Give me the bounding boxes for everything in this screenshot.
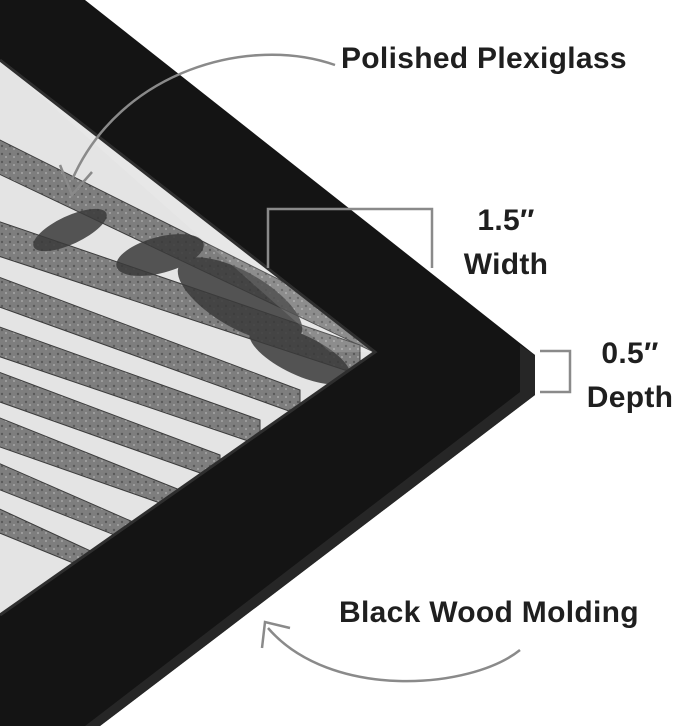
- frame-inner-edge: [0, 58, 378, 617]
- depth-text: Depth: [586, 381, 674, 414]
- width-bracket: [266, 207, 434, 268]
- depth-label: 0.5″ Depth: [582, 332, 678, 420]
- width-label: 1.5″ Width: [456, 199, 556, 287]
- width-text: Width: [463, 248, 549, 281]
- depth-value: 0.5″: [601, 337, 659, 370]
- plexiglass-arrow: [70, 53, 336, 181]
- molding-arrow: [267, 627, 521, 683]
- depth-bracket: [540, 349, 572, 394]
- width-value: 1.5″: [477, 204, 535, 237]
- plexiglass-label: Polished Plexiglass: [341, 42, 627, 75]
- molding-label: Black Wood Molding: [339, 596, 639, 629]
